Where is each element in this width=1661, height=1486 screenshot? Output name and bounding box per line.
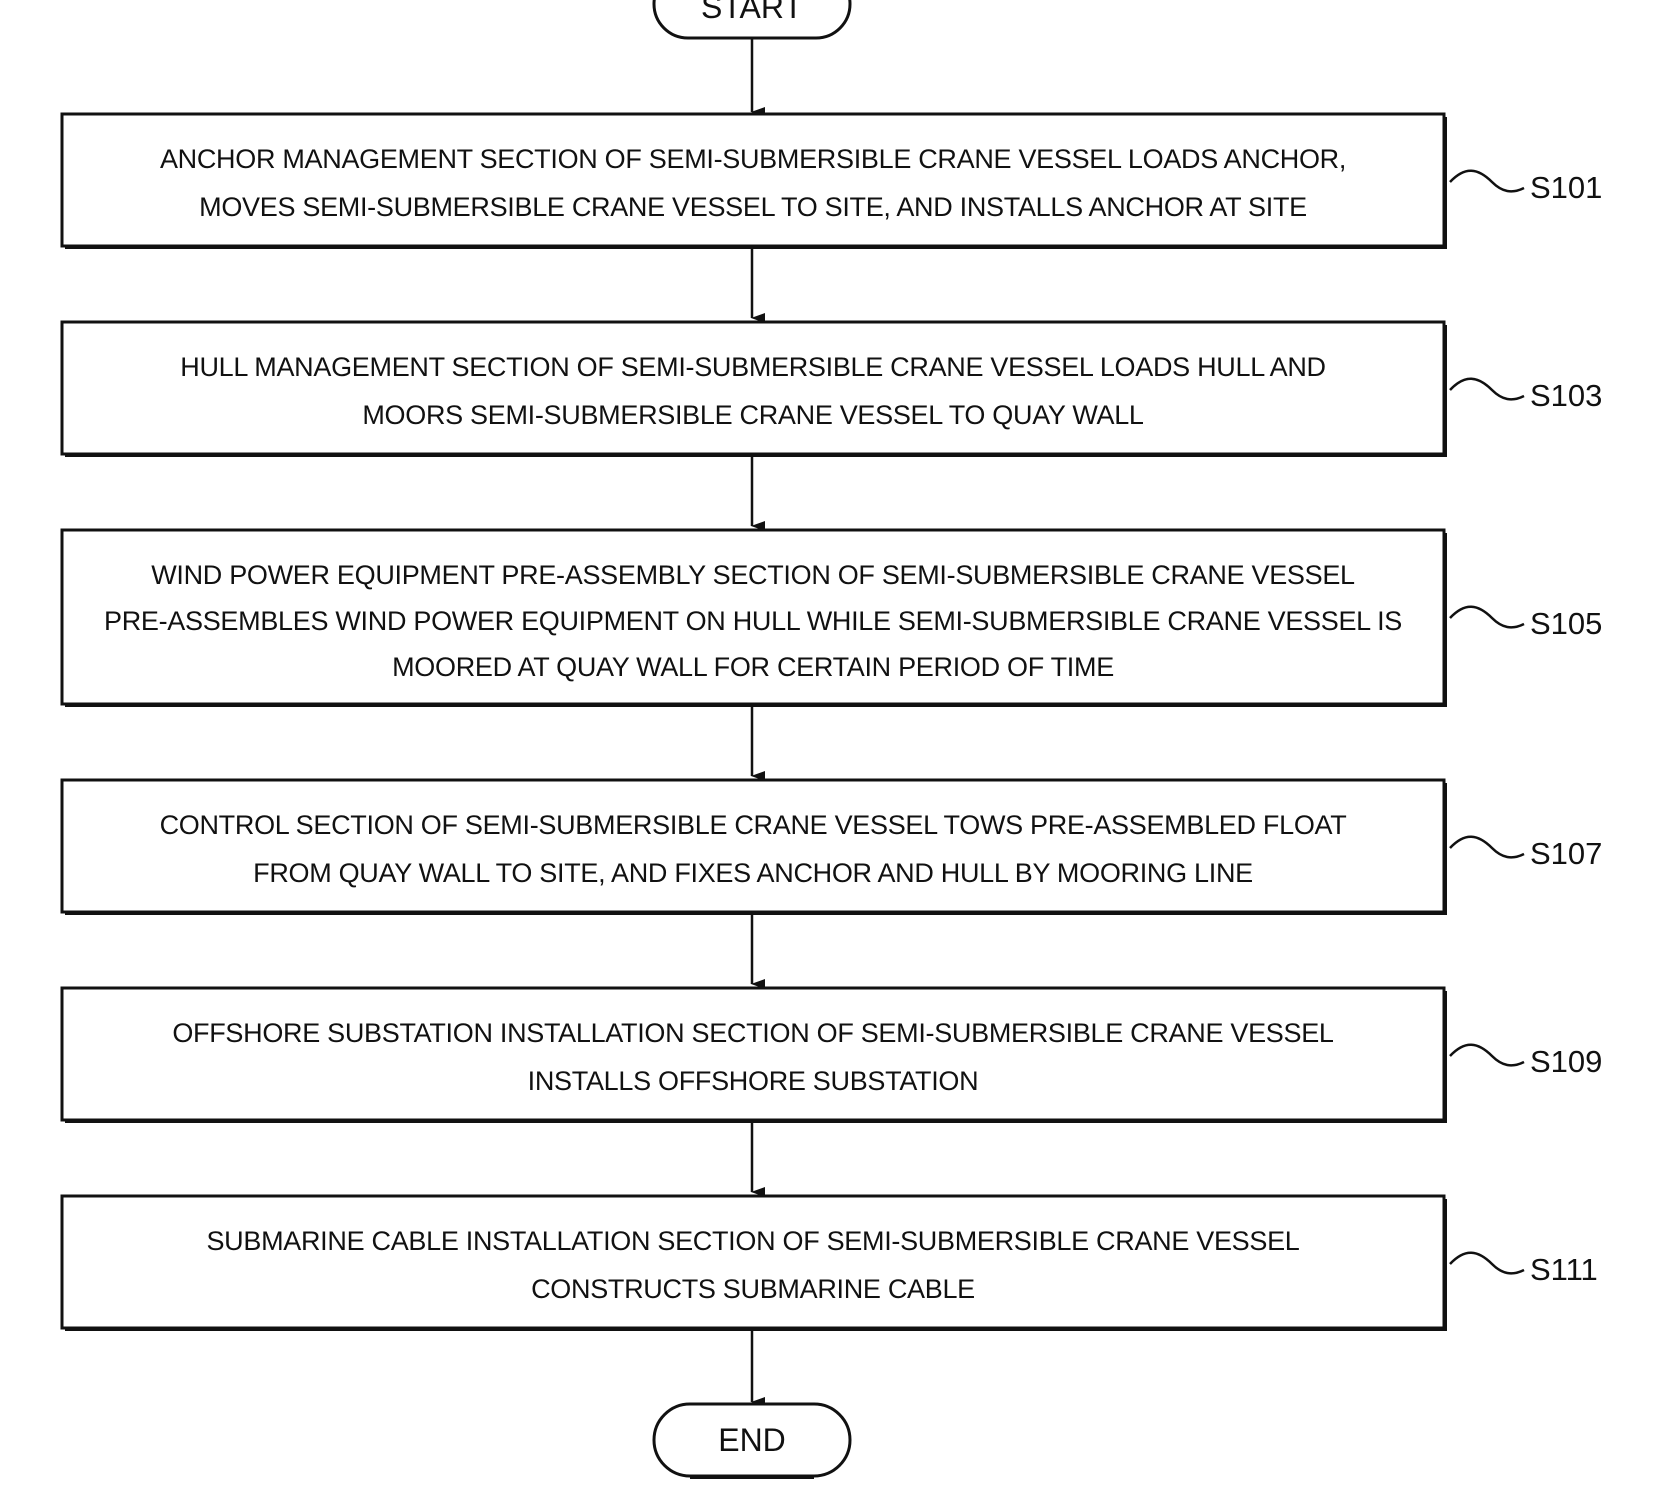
step-s109-line-2: INSTALLS OFFSHORE SUBSTATION <box>528 1066 979 1096</box>
step-s105-line-2: PRE-ASSEMBLES WIND POWER EQUIPMENT ON HU… <box>104 606 1402 636</box>
step-s111-line-1: SUBMARINE CABLE INSTALLATION SECTION OF … <box>206 1226 1299 1256</box>
step-s105-line-3: MOORED AT QUAY WALL FOR CERTAIN PERIOD O… <box>392 652 1114 682</box>
step-s107-leader <box>1450 837 1524 858</box>
step-s103-line-2: MOORS SEMI-SUBMERSIBLE CRANE VESSEL TO Q… <box>362 400 1144 430</box>
step-s103-leader <box>1450 379 1524 400</box>
start-terminal: START <box>654 0 850 38</box>
end-terminal: END <box>654 1404 850 1478</box>
step-s111-line-2: CONSTRUCTS SUBMARINE CABLE <box>531 1274 975 1304</box>
step-s109-line-1: OFFSHORE SUBSTATION INSTALLATION SECTION… <box>172 1018 1334 1048</box>
step-s111: SUBMARINE CABLE INSTALLATION SECTION OF … <box>62 1196 1598 1330</box>
step-s101-line-1: ANCHOR MANAGEMENT SECTION OF SEMI-SUBMER… <box>160 144 1346 174</box>
step-s101-label: S101 <box>1530 170 1602 205</box>
start-label: START <box>701 0 803 25</box>
step-s105: WIND POWER EQUIPMENT PRE-ASSEMBLY SECTIO… <box>62 530 1602 706</box>
step-s103-line-1: HULL MANAGEMENT SECTION OF SEMI-SUBMERSI… <box>180 352 1325 382</box>
step-s107-line-1: CONTROL SECTION OF SEMI-SUBMERSIBLE CRAN… <box>160 810 1347 840</box>
step-s103-label: S103 <box>1530 378 1602 413</box>
step-s105-label: S105 <box>1530 606 1602 641</box>
step-s103: HULL MANAGEMENT SECTION OF SEMI-SUBMERSI… <box>62 322 1602 456</box>
step-s105-line-1: WIND POWER EQUIPMENT PRE-ASSEMBLY SECTIO… <box>151 560 1355 590</box>
step-s101: ANCHOR MANAGEMENT SECTION OF SEMI-SUBMER… <box>62 114 1602 248</box>
step-s111-leader <box>1450 1253 1524 1274</box>
step-s109-leader <box>1450 1045 1524 1066</box>
step-s105-leader <box>1450 607 1524 628</box>
step-s107-line-2: FROM QUAY WALL TO SITE, AND FIXES ANCHOR… <box>253 858 1253 888</box>
step-s107: CONTROL SECTION OF SEMI-SUBMERSIBLE CRAN… <box>62 780 1602 914</box>
step-s111-label: S111 <box>1530 1252 1598 1287</box>
step-s109-label: S109 <box>1530 1044 1602 1079</box>
end-label: END <box>718 1422 786 1458</box>
step-s109: OFFSHORE SUBSTATION INSTALLATION SECTION… <box>62 988 1602 1122</box>
step-s101-leader <box>1450 171 1524 192</box>
step-s107-label: S107 <box>1530 836 1602 871</box>
step-s101-line-2: MOVES SEMI-SUBMERSIBLE CRANE VESSEL TO S… <box>199 192 1307 222</box>
